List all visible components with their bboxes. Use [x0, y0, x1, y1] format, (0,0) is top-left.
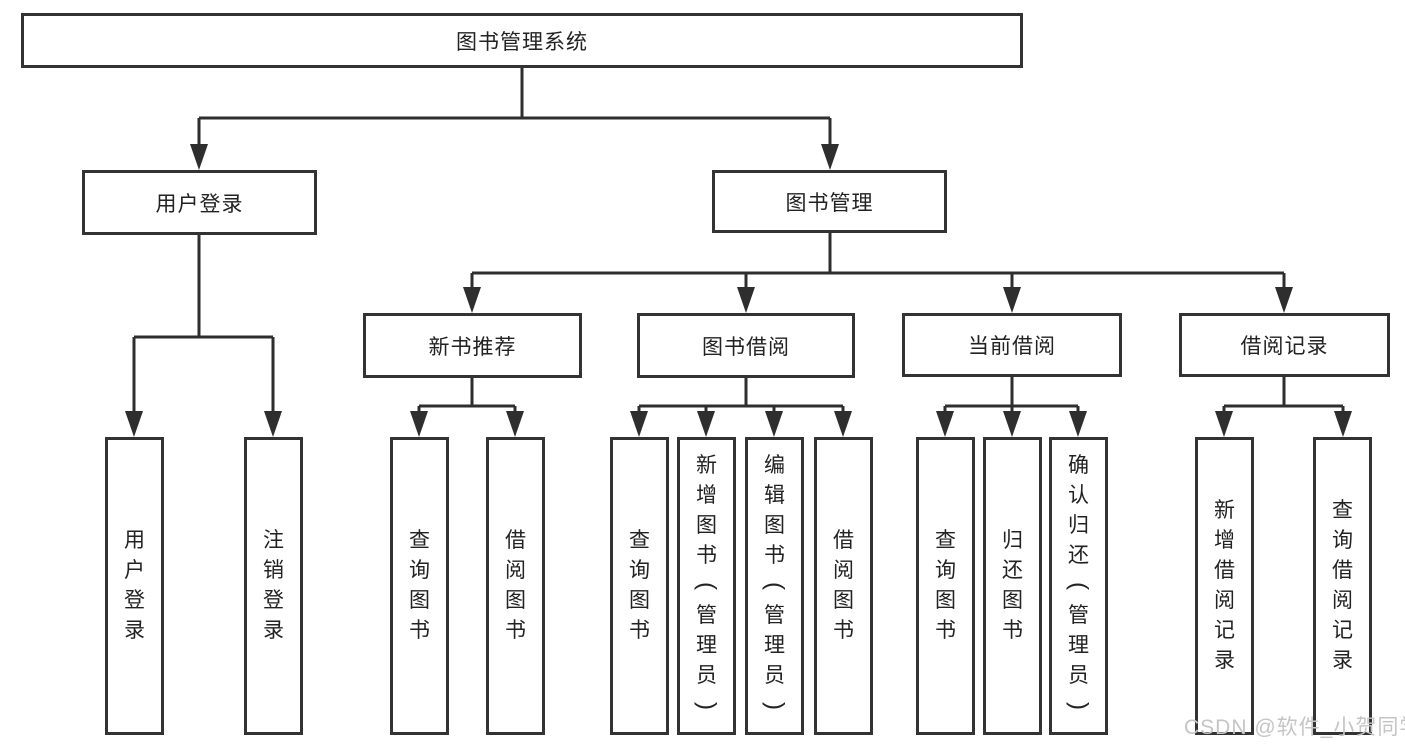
arrow-down-icon	[1334, 411, 1352, 437]
node-user-login: 用户登录	[82, 170, 317, 235]
node-borrowing-records: 借阅记录	[1179, 313, 1390, 377]
leaf-edit-books-admin-label: 编辑图书(管理员)	[761, 454, 789, 711]
leaf-query-books-3: 查询图书	[916, 437, 975, 735]
watermark: CSDN @软件_小贺同学	[1184, 716, 1405, 739]
arrow-down-icon	[190, 144, 208, 170]
leaf-return-books-label: 归还图书	[1002, 529, 1023, 642]
node-current-borrowing: 当前借阅	[902, 313, 1122, 377]
node-book-management-label: 图书管理	[785, 191, 874, 215]
arrow-down-icon	[1275, 287, 1293, 313]
leaf-add-borrow-record: 新增借阅记录	[1195, 437, 1254, 735]
leaf-user-login: 用户登录	[105, 437, 164, 735]
node-new-book-recommendation-label: 新书推荐	[428, 335, 517, 359]
leaf-query-books-1: 查询图书	[390, 437, 449, 735]
leaf-query-books-3-label: 查询图书	[935, 529, 956, 642]
node-book-management: 图书管理	[712, 170, 947, 233]
arrow-down-icon	[1069, 411, 1087, 437]
node-borrowing-records-label: 借阅记录	[1240, 335, 1329, 358]
leaf-borrow-books-1-label: 借阅图书	[505, 529, 526, 642]
leaf-query-books-2: 查询图书	[610, 437, 669, 735]
arrow-down-icon	[630, 411, 648, 437]
arrow-down-icon	[821, 144, 839, 170]
leaf-query-books-1-label: 查询图书	[409, 529, 430, 642]
node-new-book-recommendation: 新书推荐	[363, 313, 582, 378]
connector-root	[197, 68, 832, 148]
node-root: 图书管理系统	[21, 13, 1023, 68]
arrow-down-icon	[463, 287, 481, 313]
connector-borrow-records	[1222, 377, 1345, 415]
arrow-down-icon	[737, 287, 755, 313]
leaf-user-login-label: 用户登录	[124, 529, 145, 642]
arrow-down-icon	[410, 411, 428, 437]
arrow-down-icon	[506, 411, 524, 437]
node-book-borrowing: 图书借阅	[637, 313, 855, 378]
arrow-down-icon	[697, 411, 715, 437]
connector-book-management	[470, 233, 1286, 291]
leaf-confirm-return-admin-label: 确认归还(管理员)	[1065, 454, 1093, 711]
leaf-add-books-admin: 新增图书(管理员)	[677, 437, 736, 735]
arrow-down-icon	[834, 411, 852, 437]
leaf-query-borrow-record: 查询借阅记录	[1313, 437, 1372, 735]
node-current-borrowing-label: 当前借阅	[968, 335, 1056, 358]
leaf-logout-login-label: 注销登录	[263, 529, 284, 642]
node-book-borrowing-label: 图书借阅	[702, 335, 790, 359]
connector-current-borrow	[943, 377, 1080, 415]
leaf-borrow-books-2: 借阅图书	[814, 437, 873, 735]
leaf-add-books-admin-label: 新增图书(管理员)	[693, 454, 721, 711]
arrow-down-icon	[765, 411, 783, 437]
leaf-edit-books-admin: 编辑图书(管理员)	[745, 437, 804, 735]
connector-book-borrow	[637, 378, 845, 415]
arrow-down-icon	[1003, 411, 1021, 437]
arrow-down-icon	[1003, 287, 1021, 313]
leaf-borrow-books-2-label: 借阅图书	[833, 529, 854, 642]
leaf-query-borrow-record-label: 查询借阅记录	[1332, 499, 1353, 672]
leaf-logout-login: 注销登录	[244, 437, 303, 735]
node-user-login-label: 用户登录	[155, 192, 244, 216]
node-root-label: 图书管理系统	[456, 30, 588, 54]
leaf-add-borrow-record-label: 新增借阅记录	[1214, 499, 1235, 672]
connector-new-book	[417, 378, 517, 415]
connector-user-login	[132, 235, 275, 415]
leaf-borrow-books-1: 借阅图书	[486, 437, 545, 735]
arrow-down-icon	[1215, 411, 1233, 437]
arrow-down-icon	[125, 411, 143, 437]
leaf-confirm-return-admin: 确认归还(管理员)	[1049, 437, 1108, 735]
arrow-down-icon	[264, 411, 282, 437]
leaf-return-books: 归还图书	[983, 437, 1042, 735]
leaf-query-books-2-label: 查询图书	[629, 529, 650, 642]
arrow-down-icon	[936, 411, 954, 437]
